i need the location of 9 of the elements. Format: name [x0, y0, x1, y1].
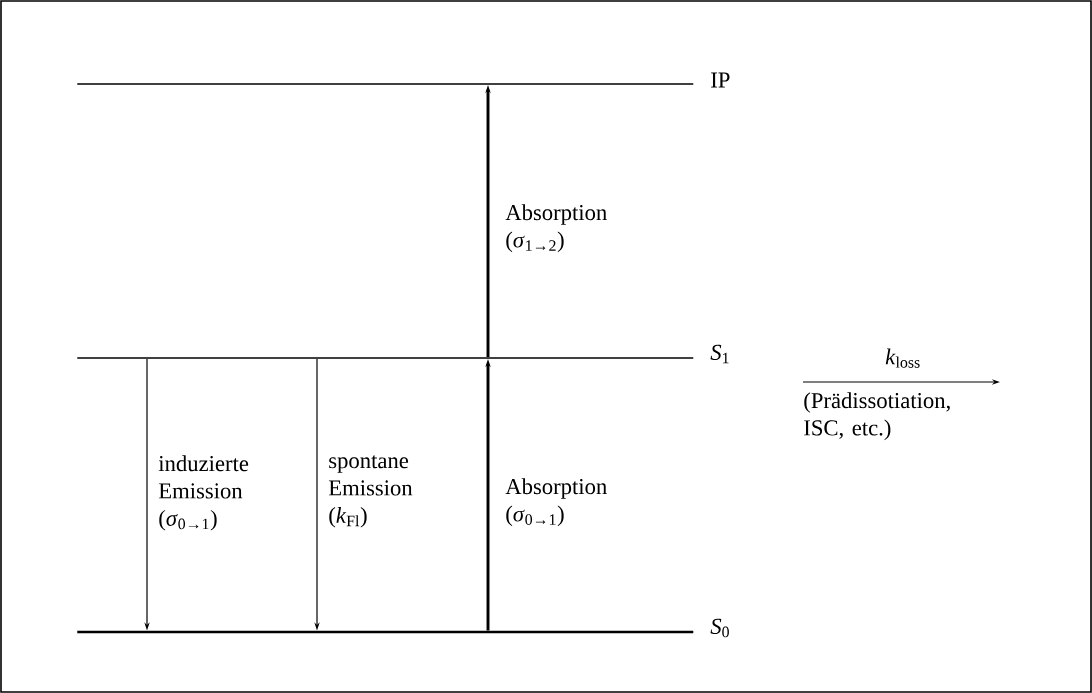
level-label: S$_{1}$: [710, 344, 729, 364]
edge-label: spontane Emission (k$_{Fl}$): [328, 455, 413, 528]
edge-label: induzierte Emission (σ$_{0→1}$): [158, 455, 249, 531]
rate-label: (Prädissotiation, ISC, etc.): [804, 392, 950, 441]
edge-label: Absorption (σ$_{1→2}$): [505, 204, 607, 253]
level-label: S$_{0}$: [710, 618, 729, 638]
edge-label: Absorption (σ$_{0→1}$): [505, 478, 607, 527]
rate-label: k$_{loss}$: [885, 348, 920, 368]
level-label: IP: [711, 72, 730, 88]
